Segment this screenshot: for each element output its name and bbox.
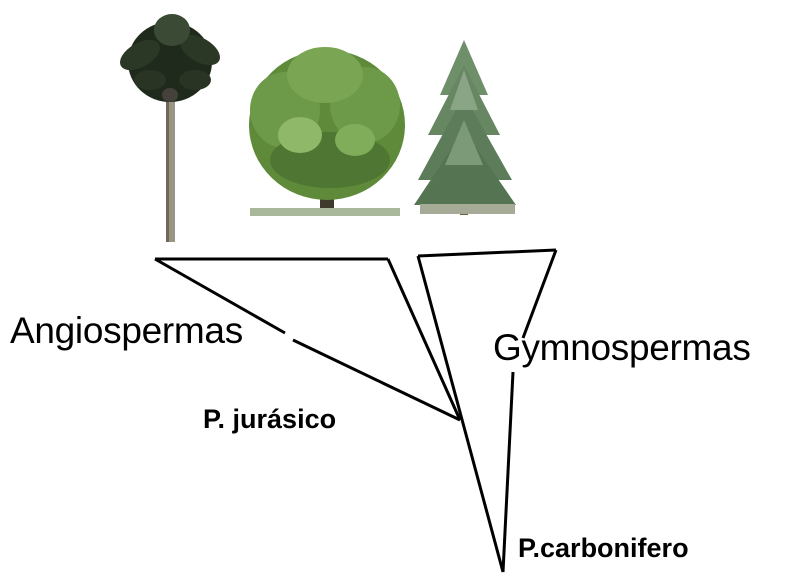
carbonifero-period-label: P.carbonifero bbox=[518, 533, 689, 564]
conifer-tree-icon bbox=[414, 40, 516, 215]
broadleaf-tree-icon bbox=[249, 47, 405, 216]
gymnospermas-label: Gymnospermas bbox=[493, 327, 751, 369]
palm-tree-icon bbox=[115, 14, 225, 242]
angiospermas-label: Angiospermas bbox=[10, 310, 243, 352]
jurasico-period-label: P. jurásico bbox=[203, 404, 336, 435]
